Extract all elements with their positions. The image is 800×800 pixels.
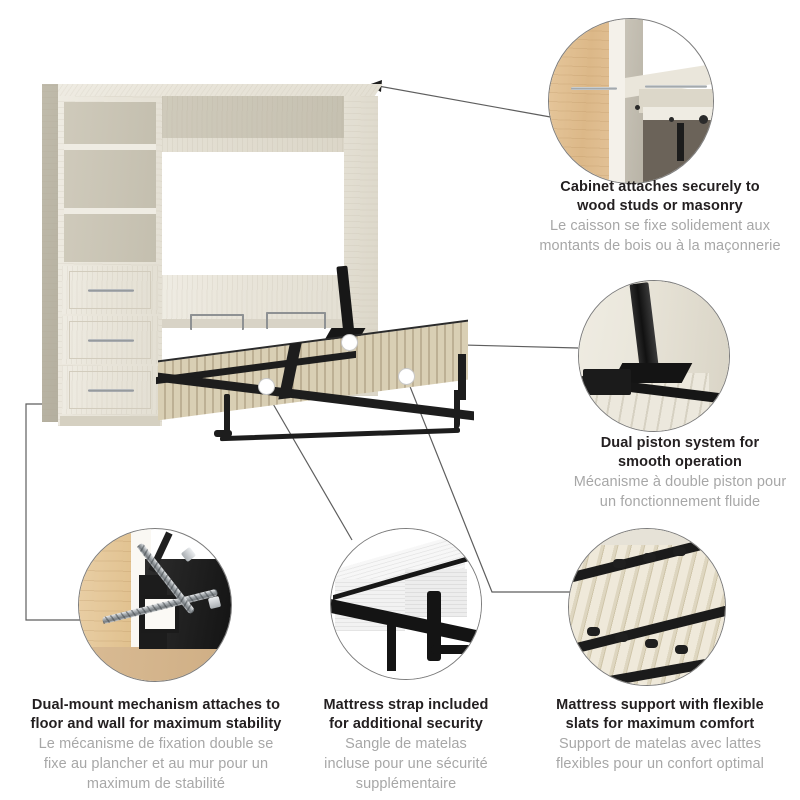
bed-frame-leg-bar bbox=[427, 591, 441, 661]
cabinet-left-side-panel bbox=[42, 84, 58, 422]
wall-surface bbox=[609, 19, 625, 183]
wood-stud bbox=[549, 19, 609, 183]
slat-holder-cap-5 bbox=[613, 559, 626, 568]
bed-frame-foot-bar bbox=[431, 645, 477, 654]
mounting-screw-2 bbox=[645, 85, 707, 88]
caption-en-line-1: Mattress strap included bbox=[323, 697, 489, 713]
cabinet-front-rail bbox=[643, 107, 713, 120]
caption-en-line-2: floor and wall for maximum stability bbox=[30, 716, 282, 732]
drawer-1[interactable] bbox=[62, 266, 158, 314]
bed-headboard bbox=[162, 275, 348, 319]
caption-en-line-1: Dual piston system for bbox=[600, 435, 760, 451]
mattress-retainer-wire-2 bbox=[266, 312, 326, 329]
callout-dot-mattress-strap bbox=[258, 378, 275, 395]
cabinet-bridge-panel bbox=[162, 96, 378, 138]
caption-cabinet-attachment: Cabinet attaches securely to wood studs … bbox=[520, 178, 800, 256]
drawer-3[interactable] bbox=[62, 366, 158, 414]
bed-foot-pad bbox=[214, 430, 232, 437]
caption-en-line-2: smooth operation bbox=[617, 454, 743, 470]
headboard-shadow bbox=[162, 319, 348, 328]
mounting-screw-1 bbox=[571, 87, 617, 90]
bracket-shadow bbox=[677, 123, 684, 161]
caption-en-line-1: Dual-mount mechanism attaches to bbox=[31, 697, 281, 713]
flexible-slats-photo bbox=[568, 528, 726, 686]
cabinet-side-panel bbox=[625, 19, 643, 183]
murphy-bed-product-render bbox=[40, 70, 540, 450]
caption-dual-piston: Dual piston system for smooth operation … bbox=[560, 434, 800, 512]
caption-en-line-2: slats for maximum comfort bbox=[565, 716, 755, 732]
shelf-opening-3 bbox=[64, 214, 156, 262]
screw-hole-2 bbox=[669, 117, 674, 122]
screw-hole-1 bbox=[635, 105, 640, 110]
caption-en-line-2: for additional security bbox=[329, 716, 483, 732]
slat-holder-cap-4 bbox=[675, 645, 688, 654]
caption-en-line-1: Mattress support with flexible bbox=[556, 697, 764, 713]
bed-leg-left bbox=[224, 394, 230, 438]
callout-dot-flexible-slats bbox=[398, 368, 415, 385]
caption-dual-mount: Dual-mount mechanism attaches to floor a… bbox=[10, 696, 302, 794]
slat-holder-cap-1 bbox=[587, 627, 600, 636]
floor-surface bbox=[79, 647, 231, 681]
cabinet-wall-stud-photo bbox=[548, 18, 714, 184]
cabinet-back-top-panel bbox=[162, 138, 348, 152]
slat-holder-cap-2 bbox=[615, 633, 628, 642]
shelf-opening-2 bbox=[64, 150, 156, 208]
slat-holder-cap-3 bbox=[645, 639, 658, 648]
caption-fr-line-1: Sangle de matelas bbox=[345, 736, 467, 752]
mattress-retainer-wire-1 bbox=[190, 314, 244, 330]
caption-fr-line-1: Support de matelas avec lattes bbox=[558, 736, 762, 752]
caption-fr-line-1: Mécanisme à double piston pour bbox=[573, 474, 787, 490]
caption-fr-line-2: montants de bois ou à la maçonnerie bbox=[539, 238, 781, 254]
mattress-strap-photo bbox=[330, 528, 482, 680]
bed-platform bbox=[156, 319, 488, 452]
shelf-opening-1 bbox=[64, 102, 156, 144]
slats-photo-top-edge bbox=[569, 529, 725, 545]
caption-fr-line-3: maximum de stabilité bbox=[86, 776, 226, 792]
screw-hole-3 bbox=[699, 115, 708, 124]
slat-holder-cap-7 bbox=[673, 547, 686, 556]
caption-fr-line-1: Le caisson se fixe solidement aux bbox=[549, 218, 771, 234]
caption-flexible-slats: Mattress support with flexible slats for… bbox=[520, 696, 800, 774]
bed-foot-cross-bar bbox=[220, 427, 460, 442]
caption-mattress-strap: Mattress strap included for additional s… bbox=[300, 696, 512, 794]
caption-en-line-2: wood studs or masonry bbox=[577, 198, 743, 214]
shelf-edge-1 bbox=[64, 144, 156, 150]
caption-en-line-1: Cabinet attaches securely to bbox=[560, 179, 760, 195]
caption-fr-line-1: Le mécanisme de fixation double se bbox=[38, 736, 274, 752]
slat-holder-cap-6 bbox=[643, 553, 656, 562]
bed-frame-support-leg bbox=[387, 625, 396, 671]
bed-leg-right bbox=[454, 390, 460, 430]
callout-dot-dual-piston bbox=[341, 334, 358, 351]
bed-side-rail-right bbox=[458, 354, 466, 400]
cabinet-base-plinth bbox=[60, 416, 160, 426]
caption-fr-line-2: flexibles pour un confort optimal bbox=[555, 756, 765, 772]
piston-mechanism-hardware bbox=[583, 369, 631, 395]
drawer-2[interactable] bbox=[62, 316, 158, 364]
dual-piston-photo bbox=[578, 280, 730, 432]
caption-fr-line-2: un fonctionnement fluide bbox=[599, 494, 761, 510]
storage-column bbox=[58, 96, 162, 426]
caption-fr-line-2: fixe au plancher et au mur pour un bbox=[43, 756, 269, 772]
dual-mount-bracket-photo bbox=[78, 528, 232, 682]
caption-fr-line-3: supplémentaire bbox=[355, 776, 457, 792]
caption-fr-line-2: incluse pour une sécurité bbox=[324, 756, 488, 772]
shelf-edge-2 bbox=[64, 208, 156, 214]
